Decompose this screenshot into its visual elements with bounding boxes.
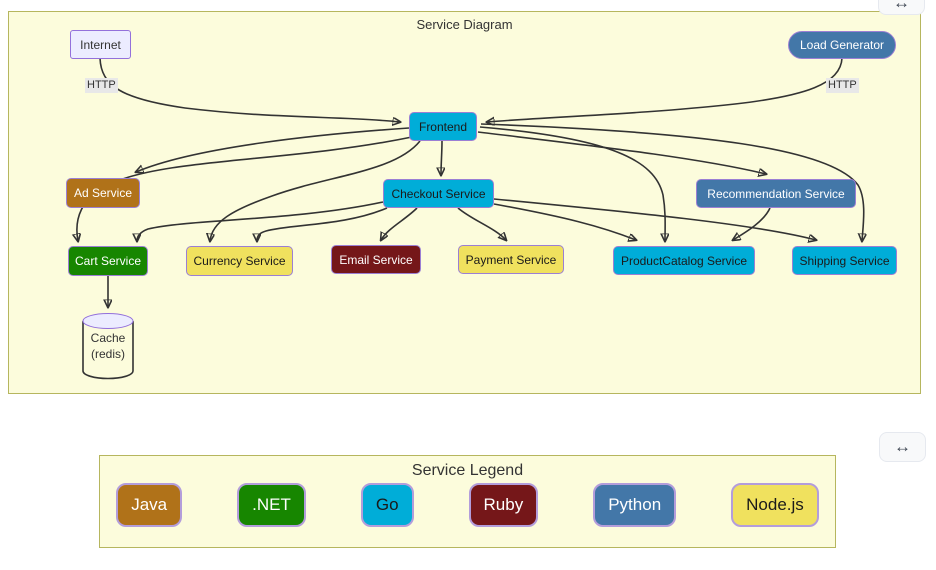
legend-title: Service Legend (411, 462, 524, 479)
node-cache-label: Cache (redis) (82, 330, 134, 362)
edge-label-http-internet: HTTP (85, 78, 118, 93)
node-frontend: Frontend (409, 112, 477, 141)
node-cart-service: Cart Service (68, 246, 148, 276)
diagram-expand-button[interactable]: ↔ (878, 0, 925, 15)
cache-label-line1: Cache (90, 331, 126, 345)
node-ad-service: Ad Service (66, 178, 140, 208)
edge-label-http-load-generator: HTTP (826, 78, 859, 93)
node-shipping-service: Shipping Service (792, 246, 897, 275)
node-load-generator: Load Generator (788, 31, 896, 59)
node-recommendation-service: Recommendation Service (696, 179, 856, 208)
node-checkout-service: Checkout Service (383, 179, 494, 208)
node-payment-service: Payment Service (458, 245, 564, 274)
diagram-title: Service Diagram (416, 17, 513, 32)
service-legend-panel: Service Legend Java .NET Go Ruby Python Node.… (99, 455, 836, 548)
node-product-catalog-service: ProductCatalog Service (613, 246, 755, 275)
legend-row: Java .NET Go Ruby Python Node.js (100, 483, 835, 527)
legend-item-ruby: Ruby (468, 483, 539, 527)
node-internet: Internet (70, 30, 131, 59)
legend-expand-button[interactable]: ↔ (879, 432, 926, 462)
node-currency-service: Currency Service (186, 246, 293, 276)
node-email-service: Email Service (331, 245, 421, 274)
legend-item-net: .NET (237, 483, 306, 527)
cache-label-line2: (redis) (90, 347, 125, 361)
legend-item-python: Python (593, 483, 677, 527)
expand-arrows-icon: ↔ (893, 0, 910, 12)
legend-item-nodejs: Node.js (731, 483, 819, 527)
expand-arrows-icon: ↔ (894, 437, 911, 456)
legend-item-java: Java (116, 483, 183, 527)
legend-item-go: Go (360, 483, 414, 527)
